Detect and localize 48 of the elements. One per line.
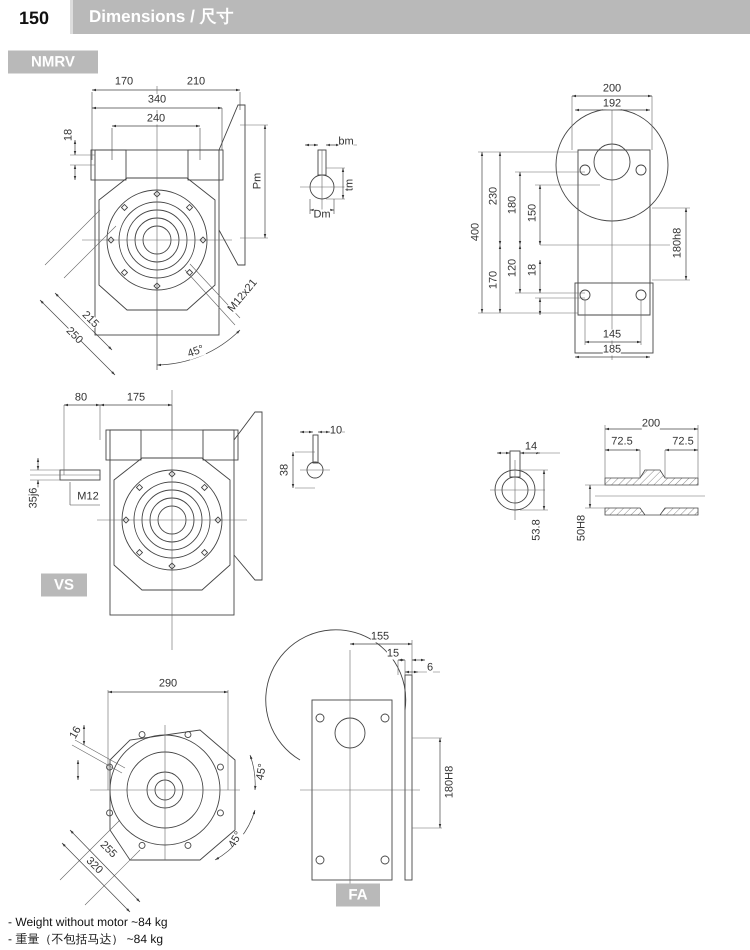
dimension-label: 145 (602, 330, 622, 340)
dimension-label: 50H8 (576, 514, 588, 542)
dimension-label: 170 (488, 270, 500, 290)
page-number: 150 (18, 9, 50, 27)
dimension-label: 192 (602, 98, 622, 110)
dimension-label: 155 (370, 632, 390, 642)
dimension-label: 80 (74, 392, 88, 404)
note-text: - Weight without motor ~84 kg (8, 916, 168, 928)
dimension-label: 400 (470, 222, 482, 242)
dimension-label: 16 (68, 724, 84, 742)
page-header: Dimensions / 尺寸 (70, 0, 750, 34)
dimension-label: 210 (186, 76, 206, 88)
dimension-label: 18 (64, 128, 74, 142)
dimension-label: 72.5 (611, 436, 633, 448)
dimension-label: 340 (148, 94, 166, 106)
dimension-label: 18 (528, 264, 538, 276)
dimension-label: 150 (528, 204, 538, 222)
dimension-label: Dm (313, 210, 331, 220)
dimension-label: 240 (146, 114, 166, 124)
dimension-label: 35j6 (28, 488, 40, 508)
dimension-label: 45° (186, 344, 206, 360)
dimension-label: 180 (508, 196, 518, 214)
view-tab: FA (336, 884, 380, 906)
dimension-label: 14 (524, 442, 538, 452)
dimension-label: 72.5 (672, 436, 694, 448)
dimension-label: 38 (280, 464, 290, 476)
dimension-label: 200 (602, 84, 622, 94)
dimension-label: 200 (642, 418, 660, 430)
note-text: - 重量（不包括马达） ~84 kg (8, 933, 164, 945)
dimension-label: 185 (602, 344, 622, 356)
dimension-label: 45° (227, 830, 245, 850)
dimension-label: 120 (508, 258, 518, 278)
dimension-label: 180H8 (444, 766, 456, 798)
dimension-label: 290 (158, 678, 178, 690)
dimension-label: 230 (488, 186, 500, 206)
view-tab: NMRV (8, 50, 98, 74)
dimension-label: 53.8 (532, 519, 542, 541)
dimension-label: Pm (252, 172, 264, 190)
dimension-label: bm (338, 136, 354, 148)
dimension-label: 175 (126, 392, 146, 404)
dimension-label: tm (344, 178, 356, 192)
dimension-label: 10 (330, 426, 342, 436)
view-tab: VS (41, 574, 87, 596)
dimension-label: 15 (386, 648, 400, 660)
dimension-label: 170 (114, 76, 134, 88)
dimension-label: M12 (77, 492, 99, 502)
dimension-label: 180h8 (672, 228, 684, 258)
dimension-label: 6 (426, 662, 434, 674)
